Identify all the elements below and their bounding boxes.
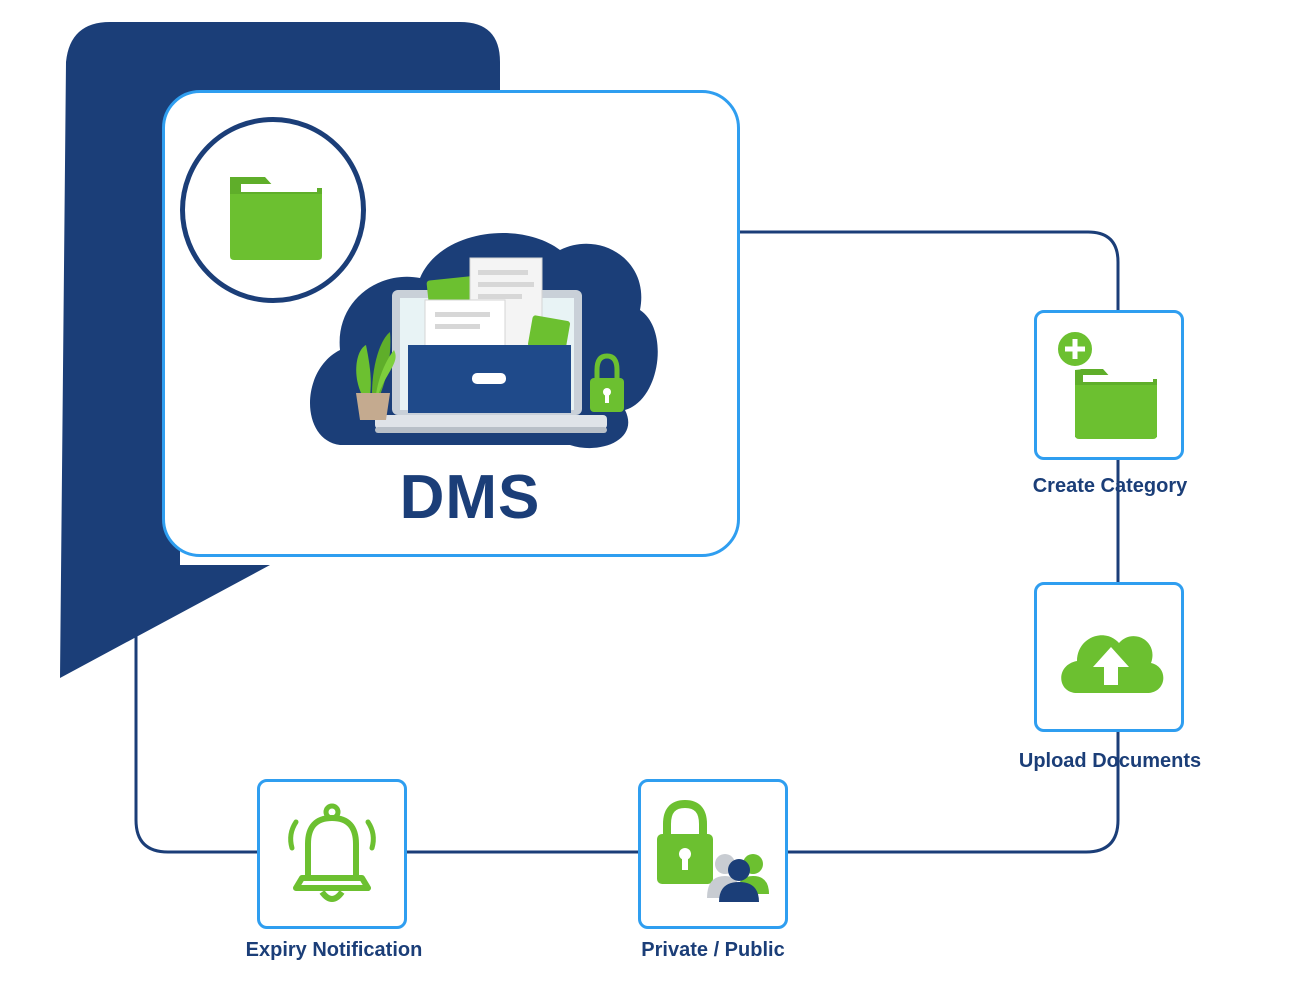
private-public-label: Private / Public xyxy=(641,939,785,961)
private-public-box[interactable] xyxy=(638,779,788,929)
create-category-label: Create Category xyxy=(1032,475,1188,497)
bell-icon xyxy=(288,803,376,902)
lock-users-icon xyxy=(657,799,769,902)
add-folder-icon xyxy=(1054,328,1157,439)
create-category-box[interactable] xyxy=(1034,310,1184,460)
dms-title: DMS xyxy=(399,463,541,532)
upload-documents-label: Upload Documents xyxy=(1018,750,1202,772)
folder-badge xyxy=(180,117,366,303)
expiry-notification-label: Expiry Notification xyxy=(245,939,423,961)
upload-documents-box[interactable] xyxy=(1034,582,1184,732)
folder-icon xyxy=(230,177,322,260)
connector-line xyxy=(134,230,1120,854)
expiry-notification-box[interactable] xyxy=(257,779,407,929)
cloud-upload-icon xyxy=(1061,635,1164,693)
